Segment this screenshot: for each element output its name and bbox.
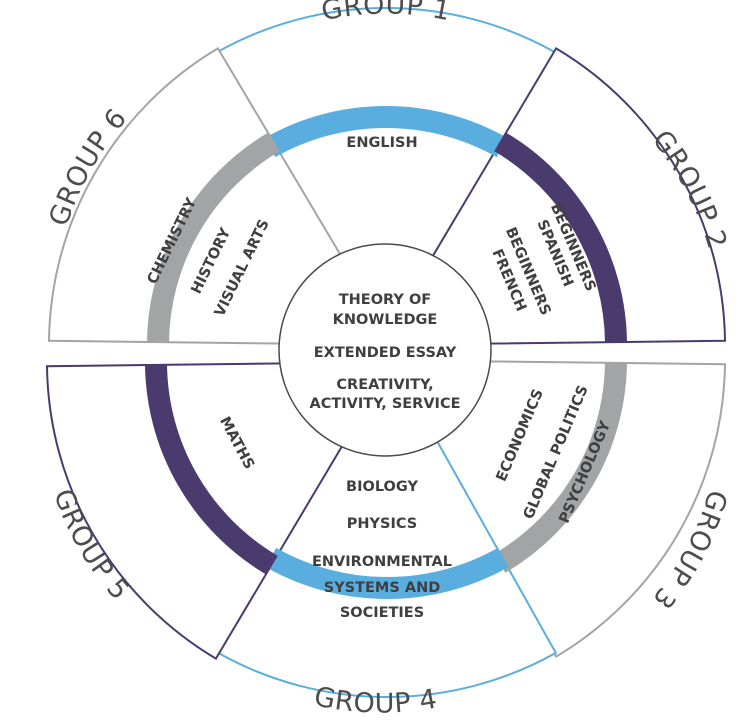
- core-cas-1: CREATIVITY,: [336, 377, 433, 393]
- group-1-band: [264, 106, 508, 158]
- core-circle: [278, 243, 492, 457]
- group-4-subject: BIOLOGY: [346, 479, 418, 495]
- group-bands: [145, 106, 627, 599]
- group-4-subject: ENVIRONMENTAL: [312, 554, 452, 570]
- core-cas-2: ACTIVITY, SERVICE: [310, 396, 461, 412]
- group-2-band: [494, 132, 627, 344]
- group-4-subject: SYSTEMS AND: [324, 580, 441, 596]
- group-5-band: [145, 363, 278, 575]
- group-4-band: [265, 547, 509, 599]
- group-6-band: [147, 132, 280, 344]
- core-theory-of-knowledge-2: KNOWLEDGE: [333, 312, 438, 328]
- group-4-subject: PHYSICS: [347, 516, 417, 532]
- group-3-band: [494, 361, 627, 573]
- core-theory-of-knowledge: THEORY OF: [339, 292, 431, 308]
- core-extended-essay: EXTENDED ESSAY: [314, 345, 457, 361]
- group-1-subject: ENGLISH: [346, 135, 417, 151]
- group-4-subject: SOCIETIES: [340, 605, 424, 621]
